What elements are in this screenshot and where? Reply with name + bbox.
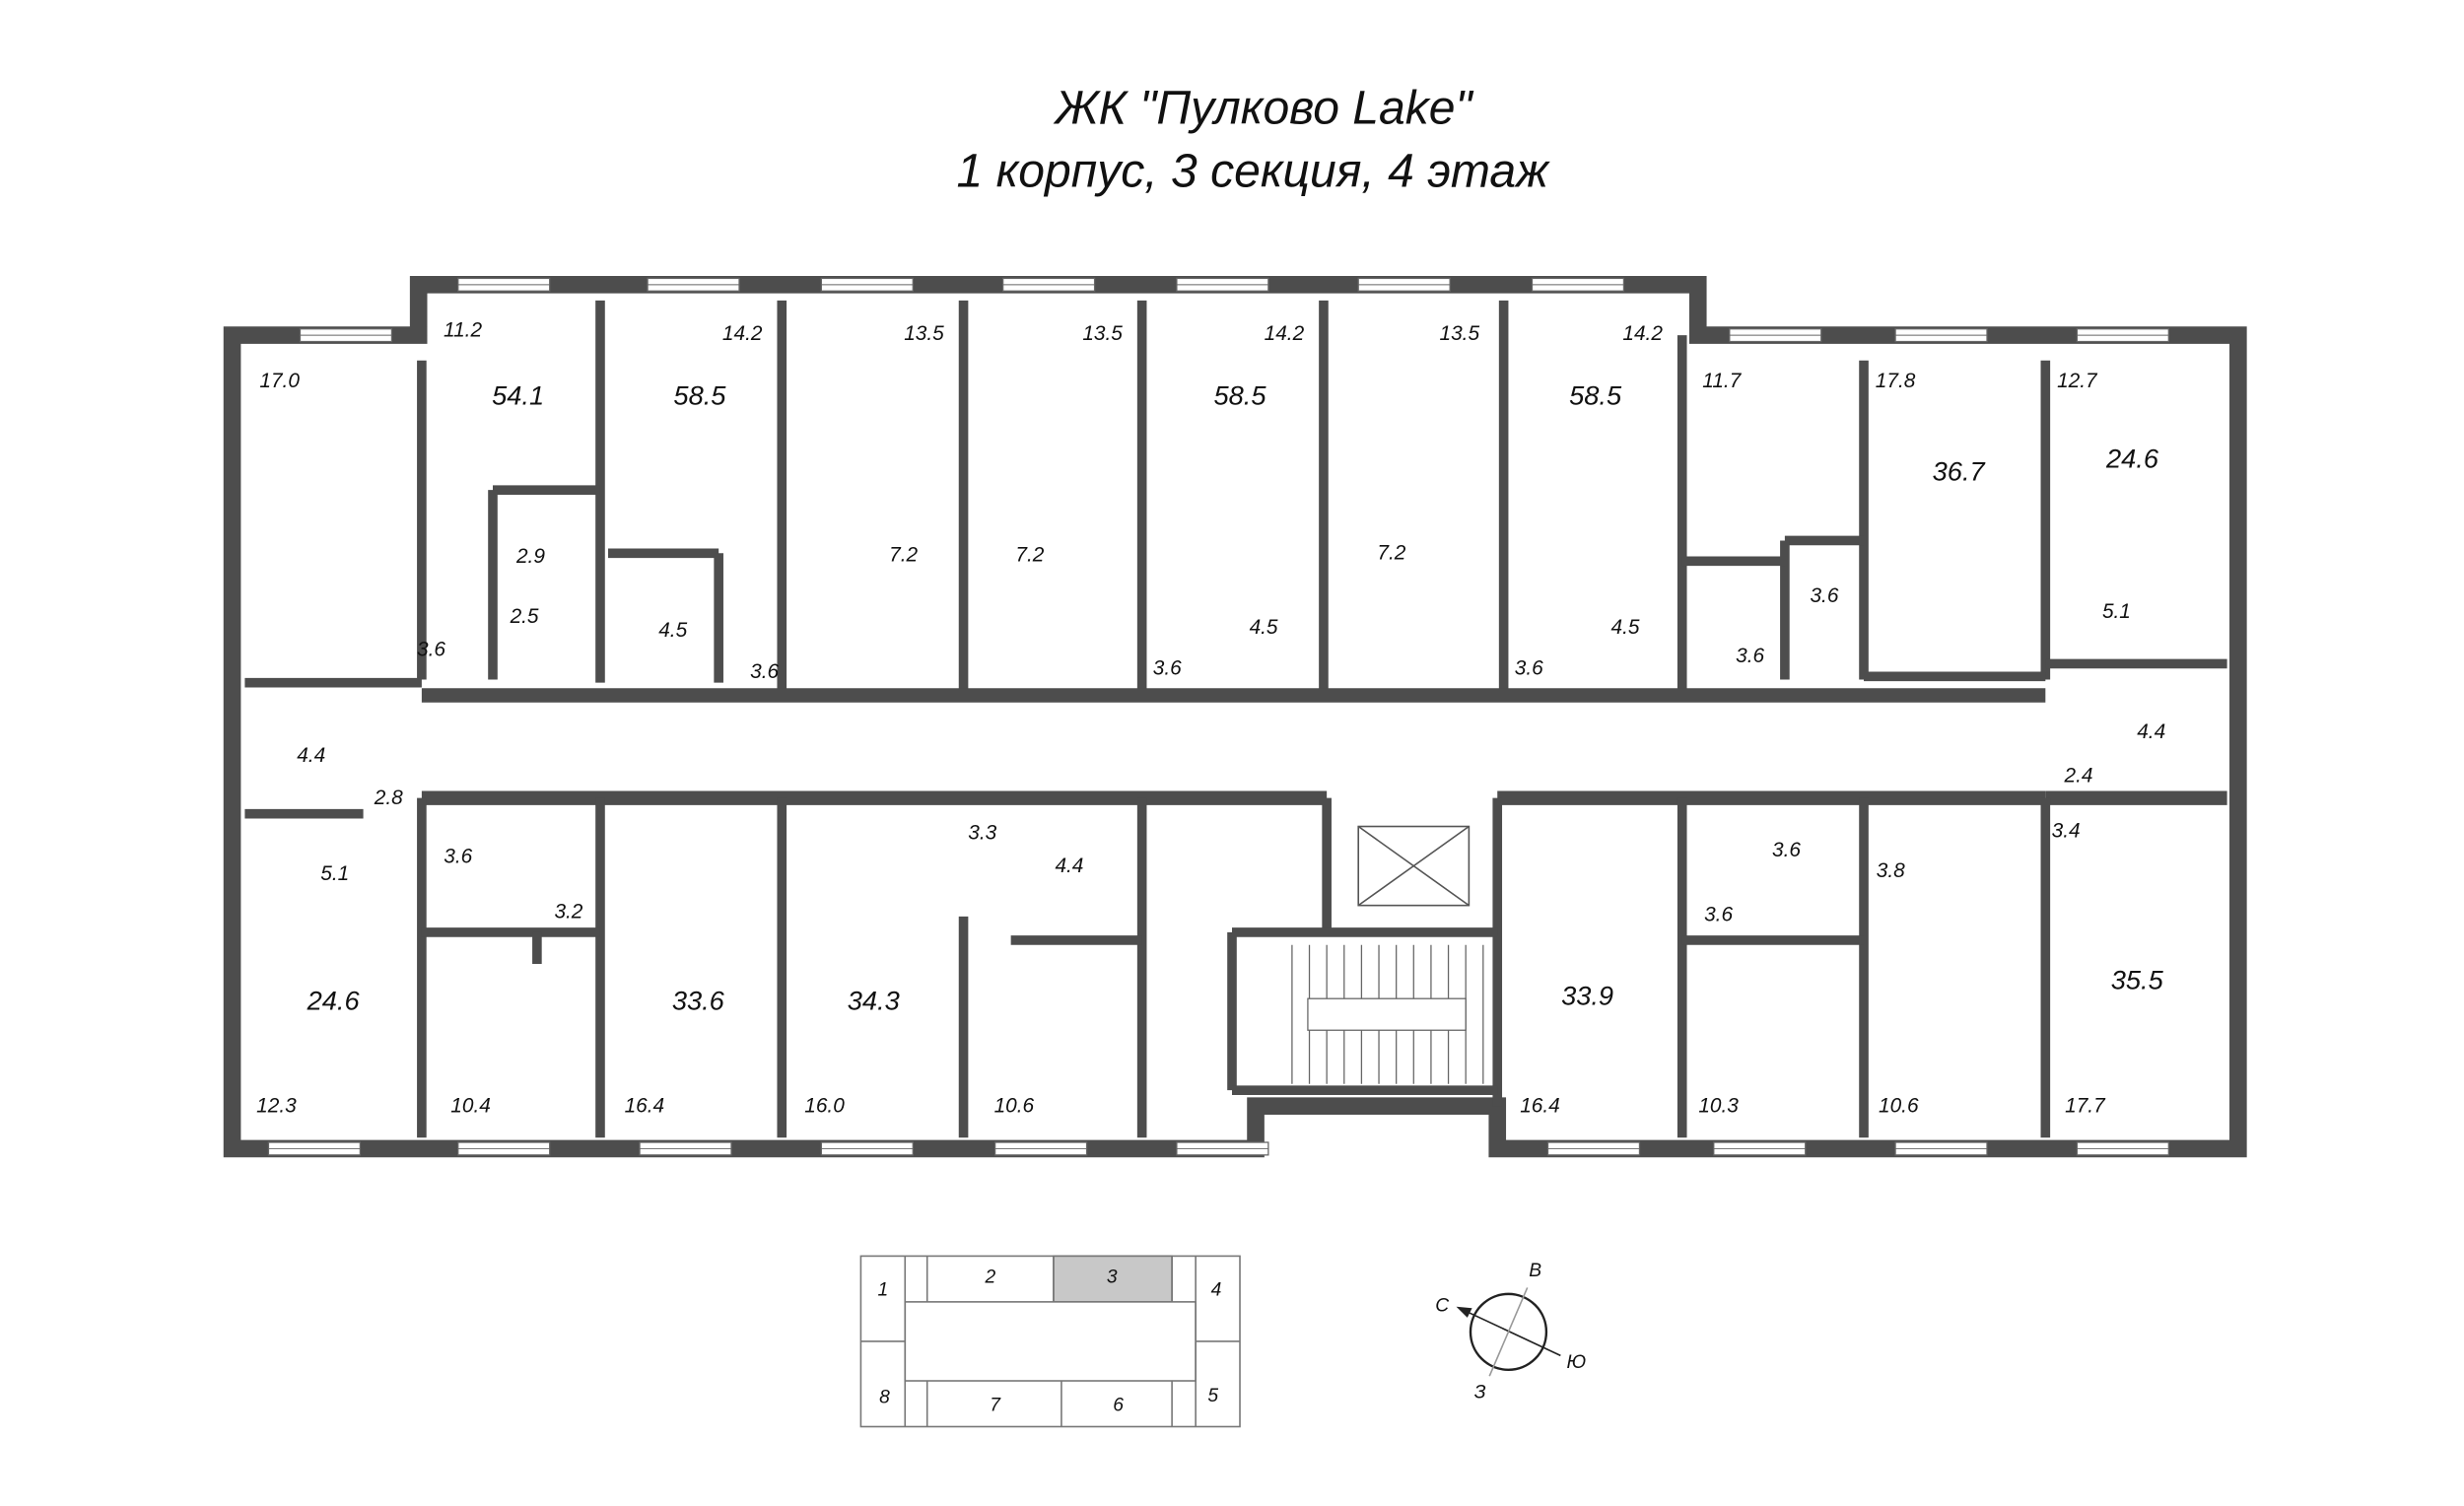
room-area-label: 3.4 [2052, 820, 2081, 843]
apartment-area-label: 24.6 [2105, 444, 2159, 474]
room-area-label: 2.9 [515, 545, 545, 568]
key-plan: 1 2 3 4 5 6 7 8 [859, 1255, 1241, 1428]
room-area-label: 11.2 [444, 319, 482, 342]
apartment-area-label: 33.9 [1561, 981, 1613, 1011]
apartment-area-label: 58.5 [1569, 380, 1622, 411]
key-section-6: 6 [1113, 1395, 1124, 1415]
room-area-label: 17.8 [1876, 370, 1916, 392]
key-section-3: 3 [1107, 1267, 1118, 1288]
apartment-area-label: 35.5 [2111, 965, 2164, 995]
room-area-label: 14.2 [722, 322, 763, 345]
room-area-label: 2.5 [510, 605, 539, 628]
room-area-label: 7.2 [1377, 542, 1405, 565]
compass-west: З [1474, 1383, 1486, 1403]
room-area-label: 4.5 [658, 619, 687, 642]
room-area-label: 3.6 [417, 638, 445, 660]
room-area-label: 14.2 [1622, 322, 1663, 345]
room-area-label: 13.5 [904, 322, 944, 345]
windows [267, 277, 2169, 1156]
room-area-label: 17.0 [259, 370, 300, 392]
staircase [1291, 944, 1484, 1084]
room-area-label: 3.6 [1515, 657, 1543, 680]
room-area-label: 3.6 [1810, 584, 1838, 607]
apartment-area-label: 34.3 [848, 985, 900, 1015]
compass-arrow-icon [1459, 1307, 1561, 1357]
room-area-label: 4.4 [1055, 855, 1083, 877]
key-section-2: 2 [984, 1267, 995, 1288]
room-area-label: 17.7 [2065, 1095, 2106, 1118]
room-area-label: 2.4 [2063, 765, 2092, 787]
room-area-label: 3.8 [1877, 859, 1905, 882]
apartment-area-label: 58.5 [673, 380, 726, 411]
room-area-label: 7.2 [889, 543, 918, 566]
room-area-label: 10.6 [1879, 1095, 1919, 1118]
room-area-label: 10.6 [994, 1095, 1035, 1118]
room-area-label: 12.3 [256, 1095, 297, 1118]
room-area-label: 2.8 [374, 787, 403, 809]
elevator-shaft [1357, 825, 1471, 907]
key-section-8: 8 [879, 1387, 890, 1407]
compass-south: Ю [1567, 1352, 1587, 1373]
room-area-label: 16.4 [1520, 1095, 1560, 1118]
room-area-label: 4.5 [1250, 616, 1278, 639]
room-area-label: 16.4 [625, 1095, 665, 1118]
room-area-label: 3.3 [968, 821, 996, 844]
apartment-area-label: 24.6 [307, 985, 361, 1015]
page-subtitle: 1 корпус, 3 секция, 4 этаж [957, 144, 1551, 197]
room-area-label: 3.2 [554, 900, 582, 923]
room-area-label: 3.6 [1153, 657, 1182, 680]
room-area-label: 3.6 [1704, 904, 1733, 926]
room-area-label: 16.0 [804, 1095, 845, 1118]
room-areas: 17.0 11.2 14.2 13.5 13.5 14.2 13.5 14.2 11.7 17.8… [256, 319, 2165, 1118]
room-area-label: 10.4 [450, 1095, 491, 1118]
room-area-label: 3.6 [1772, 839, 1801, 861]
apartment-area-label: 58.5 [1214, 380, 1267, 411]
compass-east: В [1529, 1261, 1541, 1281]
page-title: ЖК "Пулково Lake" [1054, 81, 1474, 134]
apartment-area-label: 33.6 [672, 985, 725, 1015]
compass-north: С [1435, 1296, 1449, 1317]
room-area-label: 11.7 [1702, 370, 1742, 392]
room-area-label: 13.5 [1082, 322, 1123, 345]
room-area-label: 13.5 [1439, 322, 1479, 345]
room-area-label: 5.1 [320, 862, 349, 885]
key-section-5: 5 [1207, 1386, 1218, 1406]
room-area-label: 5.1 [2102, 600, 2131, 623]
compass: С В Ю З [1435, 1261, 1586, 1403]
room-area-label: 3.6 [1736, 645, 1764, 667]
room-area-label: 4.4 [297, 744, 325, 767]
room-area-label: 14.2 [1265, 322, 1305, 345]
key-section-1: 1 [877, 1279, 888, 1300]
room-area-label: 12.7 [2057, 370, 2098, 392]
room-area-label: 4.4 [2137, 720, 2165, 743]
room-area-label: 4.5 [1611, 616, 1640, 639]
room-area-label: 3.6 [750, 660, 779, 683]
room-area-label: 7.2 [1015, 543, 1044, 566]
apartment-areas: 54.1 58.5 58.5 58.5 36.7 24.6 24.6 33.6 34.3 33.9… [307, 380, 2164, 1016]
walls [223, 276, 2247, 1158]
apartment-area-label: 54.1 [492, 380, 544, 411]
apartment-area-label: 36.7 [1933, 456, 1986, 487]
room-area-label: 3.6 [444, 845, 472, 867]
key-section-4: 4 [1211, 1279, 1222, 1300]
key-section-7: 7 [990, 1395, 1001, 1415]
room-area-label: 10.3 [1698, 1095, 1739, 1118]
